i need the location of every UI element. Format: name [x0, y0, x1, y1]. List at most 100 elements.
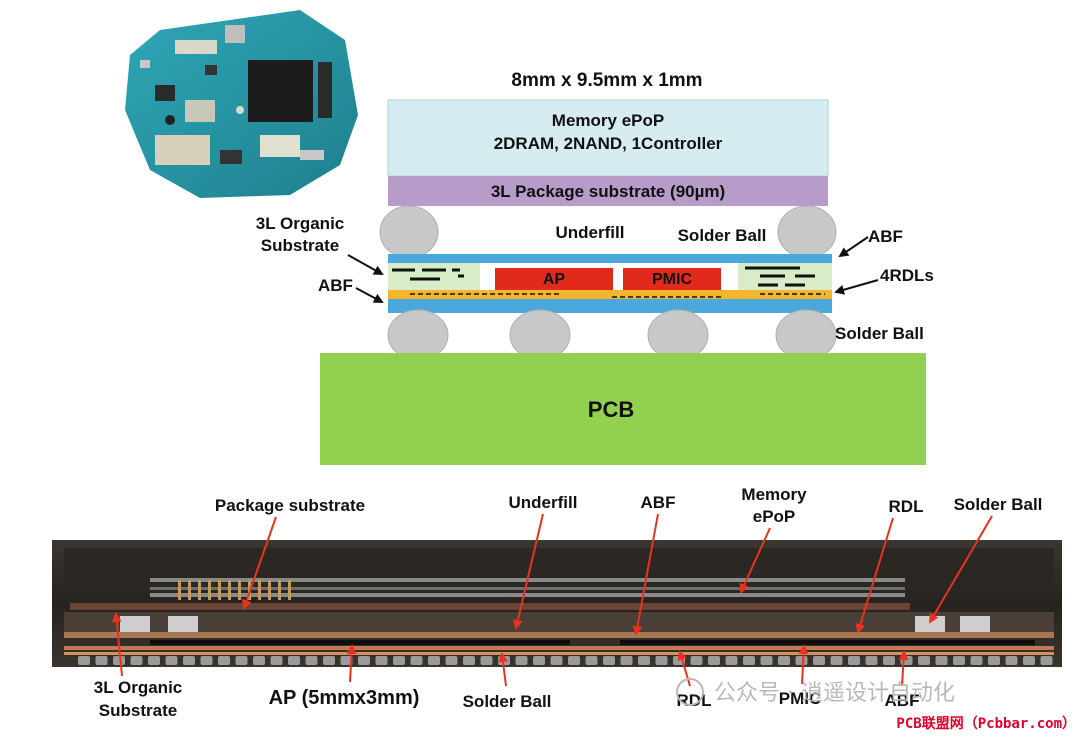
- cs-solder-bump: [830, 656, 843, 665]
- rdl-traces-right: [745, 266, 815, 287]
- cs-solder-bump: [813, 656, 825, 665]
- cs-solder-bump: [708, 656, 720, 665]
- cs-solder-bump: [743, 656, 755, 665]
- pcb-block: [320, 353, 926, 465]
- pmic-chip: [623, 268, 721, 290]
- organic-substrate-label-line2: Substrate: [261, 236, 339, 255]
- wechat-icon: [676, 678, 704, 706]
- lower-substrate-layer: [388, 299, 832, 313]
- pmic-label: PMIC: [652, 271, 692, 288]
- cs-solder-bump: [218, 656, 230, 665]
- pcb-board-photo: [125, 10, 358, 198]
- abf-left-label: ABF: [318, 276, 353, 295]
- cs-solder-bump: [78, 656, 90, 665]
- cs-solder-bump: [270, 656, 283, 665]
- photo-main-chip: [248, 60, 313, 122]
- cs-rdl-bottom-label: RDL: [677, 691, 712, 710]
- pcb-label: PCB: [588, 397, 634, 422]
- cs-memory-label-line1: Memory: [741, 485, 807, 504]
- memory-epop-contents: 2DRAM, 2NAND, 1Controller: [494, 134, 723, 153]
- cs-solder-bump: [848, 656, 860, 665]
- cross-section-photo: [52, 540, 1062, 667]
- solder-ball-upper-left: [379, 205, 439, 259]
- cs-memory-label-line2: ePoP: [753, 507, 796, 526]
- cs-abf-bottom-label: ABF: [885, 691, 920, 710]
- cs-solder-bump: [585, 656, 598, 665]
- cs-abf-label: ABF: [641, 493, 676, 512]
- package-substrate-label: 3L Package substrate (90µm): [491, 182, 725, 201]
- cs-solder-bump: [795, 656, 808, 665]
- cs-solder-bump: [883, 656, 895, 665]
- cs-package-substrate-label: Package substrate: [215, 496, 365, 515]
- memory-epop-block: [387, 99, 829, 177]
- cs-solder-bump: [1005, 656, 1018, 665]
- solder-ball-lower-3: [647, 309, 709, 361]
- cs-solder-bump: [603, 656, 615, 665]
- solder-ball-lower-4: [775, 309, 837, 361]
- solder-ball-upper-right: [777, 205, 837, 259]
- cs-rdl-label: RDL: [889, 497, 924, 516]
- cs-solder-bump: [130, 656, 143, 665]
- cs-solder-bump: [445, 656, 458, 665]
- cs-solder-bump: [550, 656, 563, 665]
- cs-organic-label-line2: Substrate: [99, 701, 177, 720]
- cs-solder-bump: [305, 656, 318, 665]
- cs-solder-bump: [1023, 656, 1035, 665]
- cs-solder-bump: [463, 656, 475, 665]
- cs-solder-bump: [638, 656, 650, 665]
- cs-solder-bump: [900, 656, 913, 665]
- cs-solder-bump: [340, 656, 353, 665]
- cs-solder-bump: [515, 656, 528, 665]
- underfill-label: Underfill: [556, 223, 625, 242]
- cs-solder-bump: [865, 656, 878, 665]
- top-abf-layer: [388, 254, 832, 263]
- cs-solder-bump: [288, 656, 300, 665]
- cs-solder-ball-label: Solder Ball: [954, 495, 1043, 514]
- cs-solder-bump: [953, 656, 965, 665]
- cs-solder-bump: [568, 656, 580, 665]
- cs-pmic-label: PMIC: [779, 689, 822, 708]
- package-substrate-layer: [388, 176, 828, 206]
- cs-solder-bump: [148, 656, 160, 665]
- cs-solder-bump: [393, 656, 405, 665]
- watermark: 公众号 · 逍遥设计自动化: [676, 678, 955, 706]
- cs-solder-bump: [918, 656, 930, 665]
- cs-solder-bump: [690, 656, 703, 665]
- cs-solder-bump: [935, 656, 948, 665]
- solder-ball-bottom-label: Solder Ball: [835, 324, 924, 343]
- cs-solder-bump: [375, 656, 388, 665]
- package-dimensions: 8mm x 9.5mm x 1mm: [511, 70, 702, 91]
- memory-epop-title: Memory ePoP: [552, 111, 664, 130]
- cs-solder-ball-bottom-label: Solder Ball: [463, 692, 552, 711]
- cs-underfill-label: Underfill: [509, 493, 578, 512]
- abf-right-label: ABF: [868, 227, 903, 246]
- organic-substrate-label-line1: 3L Organic: [256, 214, 345, 233]
- solder-ball-lower-2: [509, 309, 571, 361]
- cs-solder-bump: [113, 656, 125, 665]
- cs-solder-bump: [480, 656, 493, 665]
- cs-organic-label-line1: 3L Organic: [94, 678, 183, 697]
- rdls-label: 4RDLs: [880, 266, 934, 285]
- cs-solder-bump: [200, 656, 213, 665]
- cs-solder-bump: [1040, 656, 1053, 665]
- source-credit: PCB联盟网（Pcbbar.com）: [896, 716, 1076, 732]
- cs-solder-bump: [970, 656, 983, 665]
- cs-solder-bump: [988, 656, 1000, 665]
- cs-solder-bump: [358, 656, 370, 665]
- cs-solder-bump: [235, 656, 248, 665]
- cs-solder-bump: [655, 656, 668, 665]
- cs-solder-bump: [183, 656, 195, 665]
- cs-solder-bump: [410, 656, 423, 665]
- cs-solder-bump: [253, 656, 265, 665]
- cs-solder-bump: [778, 656, 790, 665]
- watermark-account: 公众号 · 逍遥设计自动化: [714, 681, 955, 706]
- cs-solder-bump: [533, 656, 545, 665]
- cs-solder-bump: [428, 656, 440, 665]
- cs-solder-bump: [725, 656, 738, 665]
- organic-substrate-left: [388, 263, 480, 290]
- ap-label: AP: [543, 271, 566, 288]
- cs-solder-bump: [620, 656, 633, 665]
- solder-ball-lower-1: [387, 309, 449, 361]
- rdl-traces-left: [392, 268, 464, 281]
